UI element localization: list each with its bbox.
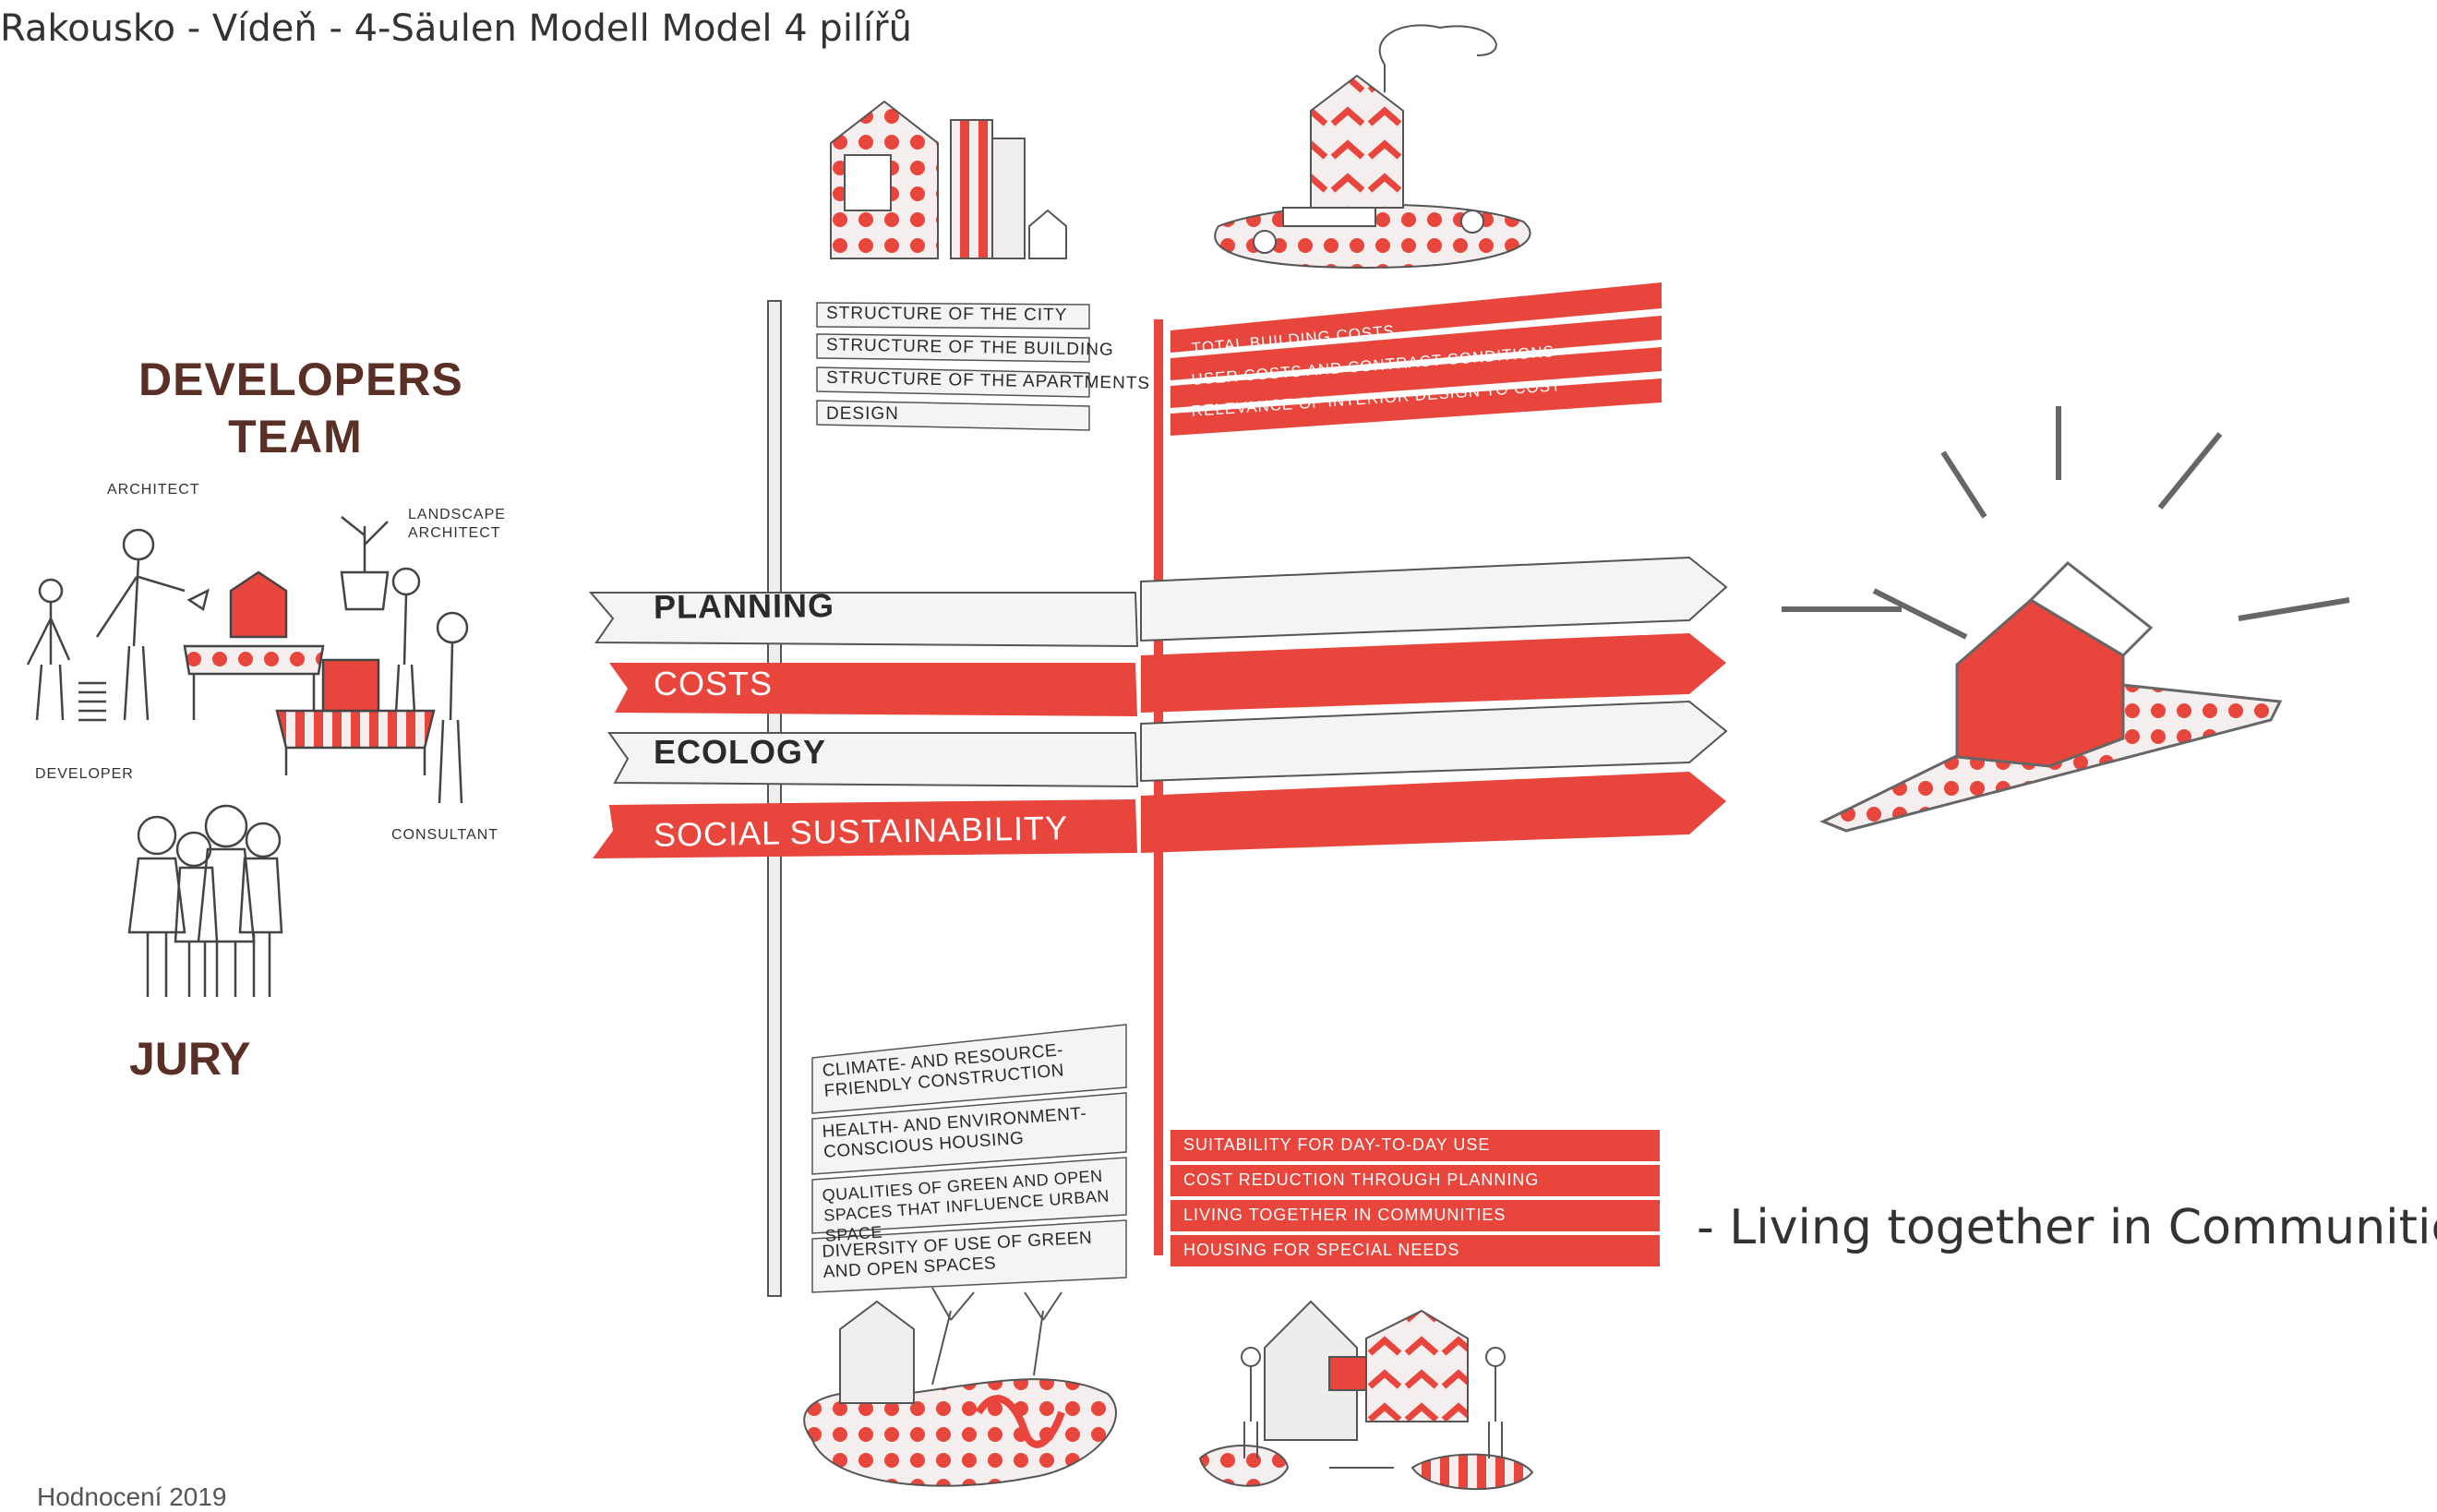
planning-item: DESIGN: [826, 404, 899, 424]
social-item: LIVING TOGETHER IN COMMUNITIES: [1183, 1206, 1507, 1224]
city-buildings-illustration: [830, 100, 1067, 259]
living-together-annotation: - Living together in Communities: [1697, 1200, 2437, 1255]
pillar-planning-label: PLANNING: [653, 586, 835, 626]
role-developer: DEVELOPER: [35, 766, 134, 782]
sun-house-illustration: [1782, 406, 2350, 833]
social-item: HOUSING FOR SPECIAL NEEDS: [1183, 1241, 1460, 1259]
banner-ecology: [607, 700, 1728, 788]
pillar-ecology-label: ECOLOGY: [654, 733, 827, 771]
banner-planning: [588, 556, 1728, 648]
banner-social: [593, 772, 1726, 858]
jury-group: [127, 804, 283, 997]
consultant-figure: [436, 611, 469, 804]
social-item: SUITABILITY FOR DAY-TO-DAY USE: [1183, 1135, 1491, 1154]
planning-strips: [816, 302, 1090, 431]
pillar-social-label: SOCIAL SUSTAINABILITY: [653, 809, 1069, 854]
pole-right: [1154, 319, 1163, 1255]
model-table-2: [275, 658, 436, 775]
factory-coins-illustration: [1214, 24, 1531, 270]
role-consultant: CONSULTANT: [391, 827, 499, 843]
jury-label: JURY: [129, 1033, 251, 1085]
planning-item: STRUCTURE OF THE CITY: [825, 303, 1068, 326]
cost-strips: [1170, 282, 1662, 436]
ecology-strips: [811, 1024, 1127, 1293]
social-item: COST REDUCTION THROUGH PLANNING: [1183, 1170, 1540, 1189]
model-table-1: [183, 570, 325, 720]
people-figures-illustration: [26, 516, 469, 997]
architect-figure: [95, 528, 210, 721]
social-strips: [1170, 1130, 1660, 1266]
community-illustration: [1198, 1300, 1534, 1491]
banner-costs: [609, 633, 1726, 716]
role-landscape-architect: LANDSCAPE ARCHITECT: [408, 507, 506, 541]
pillar-costs-label: COSTS: [654, 665, 774, 702]
developer-figure: [26, 578, 106, 722]
page-title: Rakousko - Vídeň - 4-Säulen Modell Model…: [0, 7, 912, 50]
developers-team-title: DEVELOPERS TEAM: [138, 354, 463, 462]
role-architect: ARCHITECT: [107, 482, 200, 498]
pole-left: [767, 300, 782, 1297]
green-space-illustration: [803, 1287, 1117, 1487]
